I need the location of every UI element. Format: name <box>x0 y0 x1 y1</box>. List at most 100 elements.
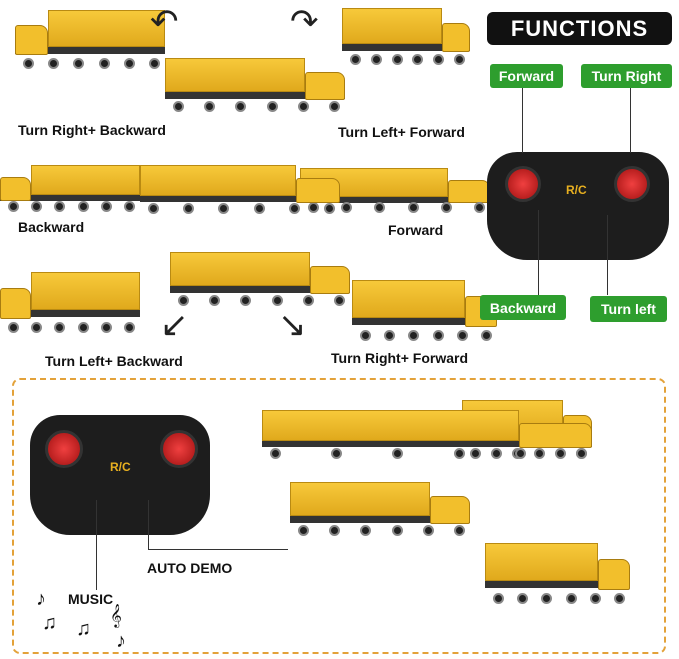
wheel <box>240 295 252 306</box>
forward-label: Forward <box>490 64 563 88</box>
curved-arrow-icon: ↙ <box>160 306 189 344</box>
wheel <box>31 201 43 212</box>
wheel <box>204 101 216 112</box>
chassis <box>485 581 630 588</box>
chassis <box>0 310 140 317</box>
rc-logo: R/C <box>566 183 587 197</box>
wheel <box>433 54 445 65</box>
wheel <box>565 593 577 604</box>
truck-cab <box>296 178 340 203</box>
wheel <box>491 448 503 459</box>
wheel <box>589 593 601 604</box>
trailer <box>31 272 140 310</box>
wheel <box>235 101 247 112</box>
music-note-icon: ♪ <box>36 588 46 610</box>
dump-truck-image <box>262 410 592 460</box>
wheel <box>73 58 85 69</box>
wheel <box>253 203 265 214</box>
wheel <box>432 330 444 341</box>
wheel <box>541 593 553 604</box>
wheel <box>77 201 89 212</box>
dump-truck-image <box>15 10 165 70</box>
wheel <box>453 448 465 459</box>
truck-cab <box>0 288 31 319</box>
wheel <box>266 101 278 112</box>
dump-truck-image <box>0 165 140 213</box>
wheel <box>374 202 386 213</box>
wheel <box>173 101 184 112</box>
wheel <box>384 330 396 341</box>
wheel <box>456 330 468 341</box>
wheel <box>178 295 189 306</box>
trailer <box>290 482 430 516</box>
dump-truck-image <box>0 272 140 334</box>
wheel <box>391 525 403 536</box>
pointer-line <box>607 215 608 295</box>
wheel <box>297 101 309 112</box>
pointer-line <box>148 549 288 550</box>
wheel <box>614 593 625 604</box>
chassis <box>170 286 350 293</box>
music-note-icon: ♪ <box>116 630 126 652</box>
wheel <box>308 202 319 213</box>
wheel <box>288 203 300 214</box>
chassis <box>140 196 340 202</box>
truck-cab <box>15 25 48 55</box>
turn-left-backward-label: Turn Left+ Backward <box>45 353 183 369</box>
wheel <box>48 58 60 69</box>
forward-move-label: Forward <box>388 222 444 238</box>
turn-right-label: Turn Right <box>581 64 672 88</box>
wheel <box>350 54 361 65</box>
truck-cab <box>448 180 490 203</box>
chassis <box>165 92 345 99</box>
wheel <box>270 448 281 459</box>
wheel <box>493 593 504 604</box>
wheel <box>454 54 465 65</box>
pointer-line <box>522 88 523 153</box>
dump-truck-image <box>140 165 340 215</box>
trailer <box>342 8 442 44</box>
trailer <box>140 165 296 196</box>
chassis <box>300 197 490 203</box>
music-note-icon: 𝄞 <box>110 605 122 627</box>
curved-arrow-icon: ↶ <box>150 3 179 41</box>
truck-cab <box>519 423 592 448</box>
wheel <box>302 295 314 306</box>
wheel <box>370 54 382 65</box>
auto-demo-section <box>12 378 666 654</box>
wheel <box>100 201 112 212</box>
pointer-line <box>538 210 539 295</box>
wheel <box>391 54 403 65</box>
turn-right-backward-label: Turn Right+ Backward <box>18 122 166 138</box>
wheel <box>54 322 66 333</box>
wheel <box>98 58 110 69</box>
wheel <box>271 295 283 306</box>
wheel <box>77 322 89 333</box>
trailer <box>352 280 465 318</box>
chassis <box>0 195 140 201</box>
wheel <box>331 448 343 459</box>
wheel <box>23 58 34 69</box>
wheel <box>440 202 452 213</box>
pointer-line <box>630 88 631 153</box>
curved-arrow-icon: ↘ <box>278 306 307 344</box>
wheel <box>408 330 420 341</box>
truck-cab <box>305 72 345 100</box>
dump-truck-image <box>290 482 470 537</box>
functions-title: FUNCTIONS <box>487 12 672 45</box>
wheel <box>392 448 404 459</box>
wheel <box>218 203 230 214</box>
curved-arrow-icon: ↷ <box>290 3 319 41</box>
wheel <box>517 593 529 604</box>
left-joystick <box>505 166 541 202</box>
trailer <box>165 58 305 92</box>
wheel <box>124 322 135 333</box>
turn-right-forward-label: Turn Right+ Forward <box>331 350 469 366</box>
dump-truck-image <box>170 252 350 307</box>
dump-truck-image <box>300 168 490 214</box>
rc-logo: R/C <box>110 460 131 474</box>
pointer-line <box>148 500 149 550</box>
music-label: MUSIC <box>68 591 114 607</box>
wheel <box>412 54 424 65</box>
trailer <box>48 10 165 47</box>
